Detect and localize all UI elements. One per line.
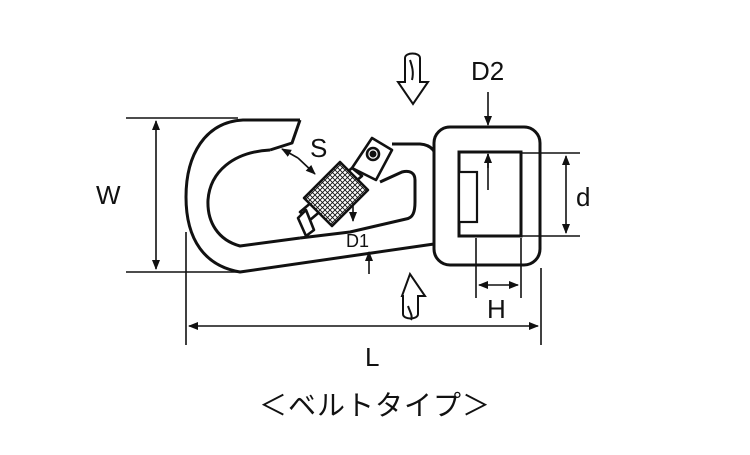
diagram-caption: ＜ベルトタイプ＞ [258, 389, 491, 422]
dimension-s [281, 148, 316, 175]
label-d1: D1 [346, 231, 369, 251]
spring-gate [296, 136, 394, 238]
label-s: S [310, 133, 327, 163]
label-h: H [487, 294, 506, 324]
dimension-l [185, 232, 542, 345]
dimension-w [126, 117, 238, 273]
swivel-eye [432, 125, 542, 267]
dimension-h [475, 238, 522, 298]
label-w: W [96, 180, 121, 210]
label-l: L [365, 342, 379, 372]
rotation-arrow-top [396, 52, 430, 106]
label-d2: D2 [471, 56, 504, 86]
dimension-d1 [349, 203, 373, 274]
dimension-d [521, 152, 580, 237]
label-d: d [576, 182, 590, 212]
hook-body [184, 118, 439, 274]
rotation-arrow-bottom [400, 271, 427, 321]
